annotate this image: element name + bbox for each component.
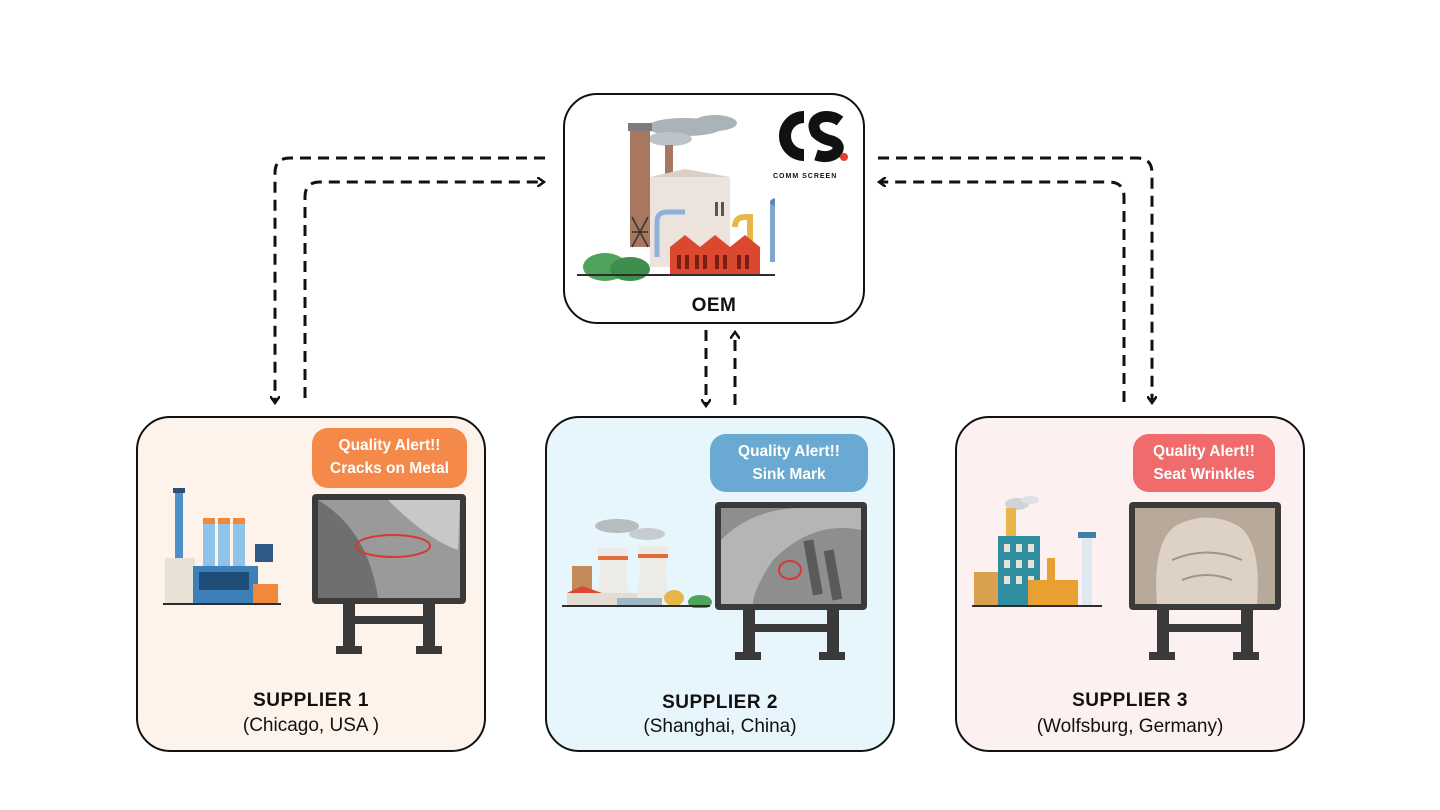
monitor-stand bbox=[312, 494, 466, 654]
monitor-stand bbox=[715, 502, 867, 660]
comm-screen-logo bbox=[779, 111, 848, 163]
supplier-node-3: Quality Alert!! Seat Wrinkles SUPPLIER 3… bbox=[955, 416, 1305, 752]
alert-line-1: Quality Alert!! bbox=[338, 437, 441, 454]
factory-icon bbox=[577, 115, 775, 281]
quality-alert-badge: Quality Alert!! Seat Wrinkles bbox=[1133, 434, 1275, 492]
alert-line-1: Quality Alert!! bbox=[1153, 443, 1255, 460]
alert-line-1: Quality Alert!! bbox=[738, 443, 840, 460]
factory-icon bbox=[163, 488, 281, 605]
alert-line-2: Seat Wrinkles bbox=[1153, 466, 1255, 483]
power-plant-icon bbox=[562, 519, 712, 608]
logo-text: COMM SCREEN bbox=[773, 173, 838, 180]
quality-alert-badge: Quality Alert!! Cracks on Metal bbox=[312, 428, 467, 488]
oem-node: COMM SCREEN OEM bbox=[563, 93, 865, 324]
supplier-location: (Shanghai, China) bbox=[643, 716, 797, 737]
supplier-title: SUPPLIER 1 bbox=[253, 690, 369, 711]
oem-title: OEM bbox=[691, 295, 737, 316]
defect-marker bbox=[778, 560, 802, 580]
alert-line-2: Sink Mark bbox=[752, 466, 826, 483]
alert-line-2: Cracks on Metal bbox=[330, 460, 449, 477]
supplier-location: (Chicago, USA ) bbox=[242, 715, 380, 736]
supplier-title: SUPPLIER 3 bbox=[1072, 690, 1188, 711]
supplier-node-2: Quality Alert!! Sink Mark SUPPLIER 2 (Sh… bbox=[545, 416, 895, 752]
defect-marker bbox=[355, 534, 431, 558]
arrow-supplier3-to-oem bbox=[880, 182, 1126, 402]
quality-alert-badge: Quality Alert!! Sink Mark bbox=[710, 434, 868, 492]
arrow-supplier1-to-oem bbox=[303, 182, 543, 398]
arrow-oem-to-supplier3 bbox=[878, 156, 1152, 402]
arrow-oem-to-supplier1 bbox=[275, 156, 545, 402]
supplier-title: SUPPLIER 2 bbox=[662, 692, 778, 713]
factory-icon bbox=[972, 496, 1102, 607]
supplier-location: (Wolfsburg, Germany) bbox=[1036, 716, 1224, 737]
supplier-node-1: Quality Alert!! Cracks on Metal SUPPLIER… bbox=[136, 416, 486, 752]
monitor-stand bbox=[1129, 502, 1281, 660]
